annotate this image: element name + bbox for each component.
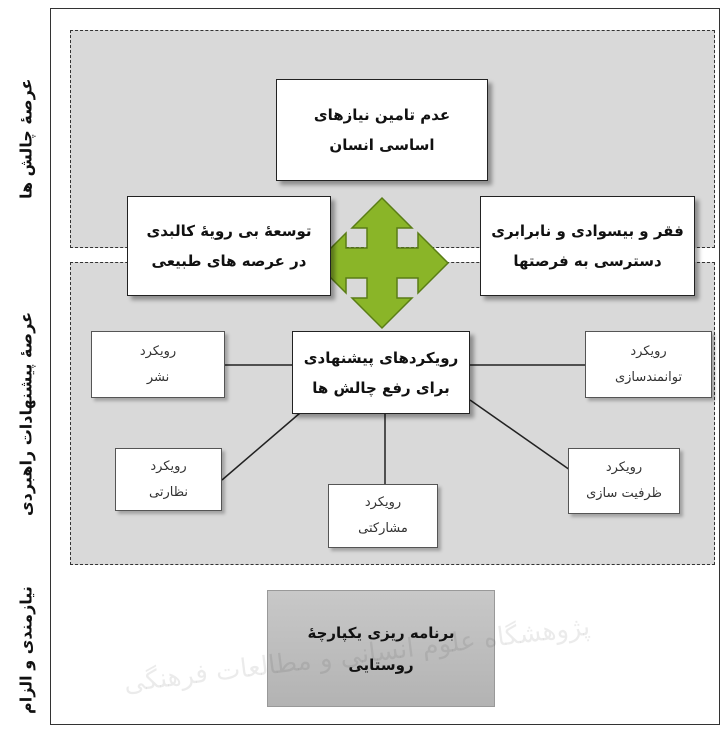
box-approach-publish-line1: رویکرد — [139, 343, 177, 359]
four-way-arrow-icon — [314, 196, 450, 330]
box-approach-supervise: رویکرد نظارتی — [115, 448, 222, 511]
box-physical-development: توسعۀ بی رویۀ کالبدی در عرصه های طبیعی — [127, 196, 331, 296]
box-integrated-planning-line1: برنامه ریزی یکپارچۀ — [307, 623, 455, 642]
box-approach-participate-line1: رویکرد — [364, 495, 402, 510]
box-approach-empower: رویکرد توانمندسازی — [585, 331, 712, 398]
box-proposed-approaches-line1: رویکردهای پیشنهادی — [303, 348, 459, 367]
box-physical-development-line2: در عرصه های طبیعی — [151, 252, 307, 270]
box-approach-supervise-line1: رویکرد — [150, 458, 187, 474]
box-poverty-inequality-line1: فقر و بیسوادی و نابرابری — [491, 222, 684, 240]
box-approach-participate-line2: مشارکتی — [358, 521, 408, 536]
box-approach-publish-line2: نشر — [146, 369, 170, 385]
box-approach-capacity: رویکرد ظرفیت سازی — [568, 448, 680, 514]
box-poverty-inequality-line2: دسترسی به فرصتها — [513, 252, 662, 270]
box-approach-supervise-line2: نظارتی — [149, 484, 188, 500]
box-basic-needs-line2: اساسی انسان — [329, 136, 435, 154]
box-physical-development-line1: توسعۀ بی رویۀ کالبدی — [146, 222, 312, 240]
box-integrated-planning: برنامه ریزی یکپارچۀ روستایی — [267, 590, 495, 707]
connector-capacity — [469, 399, 571, 471]
box-approach-publish: رویکرد نشر — [91, 331, 225, 398]
connector-layer — [221, 196, 585, 484]
box-approach-empower-line1: رویکرد — [630, 343, 667, 359]
box-poverty-inequality: فقر و بیسوادی و نابرابری دسترسی به فرصته… — [480, 196, 695, 296]
box-integrated-planning-line2: روستایی — [348, 655, 414, 674]
box-approach-participate: رویکرد مشارکتی — [328, 484, 438, 548]
box-proposed-approaches: رویکردهای پیشنهادی برای رفع چالش ها — [292, 331, 470, 414]
connector-supervise — [221, 412, 301, 481]
box-proposed-approaches-line2: برای رفع چالش ها — [312, 378, 450, 397]
box-approach-capacity-line2: ظرفیت سازی — [586, 486, 662, 501]
box-approach-empower-line2: توانمندسازی — [614, 369, 683, 385]
box-basic-needs-line1: عدم تامین نیازهای — [313, 106, 451, 124]
box-approach-capacity-line1: رویکرد — [605, 460, 643, 475]
box-basic-needs: عدم تامین نیازهای اساسی انسان — [276, 79, 488, 181]
